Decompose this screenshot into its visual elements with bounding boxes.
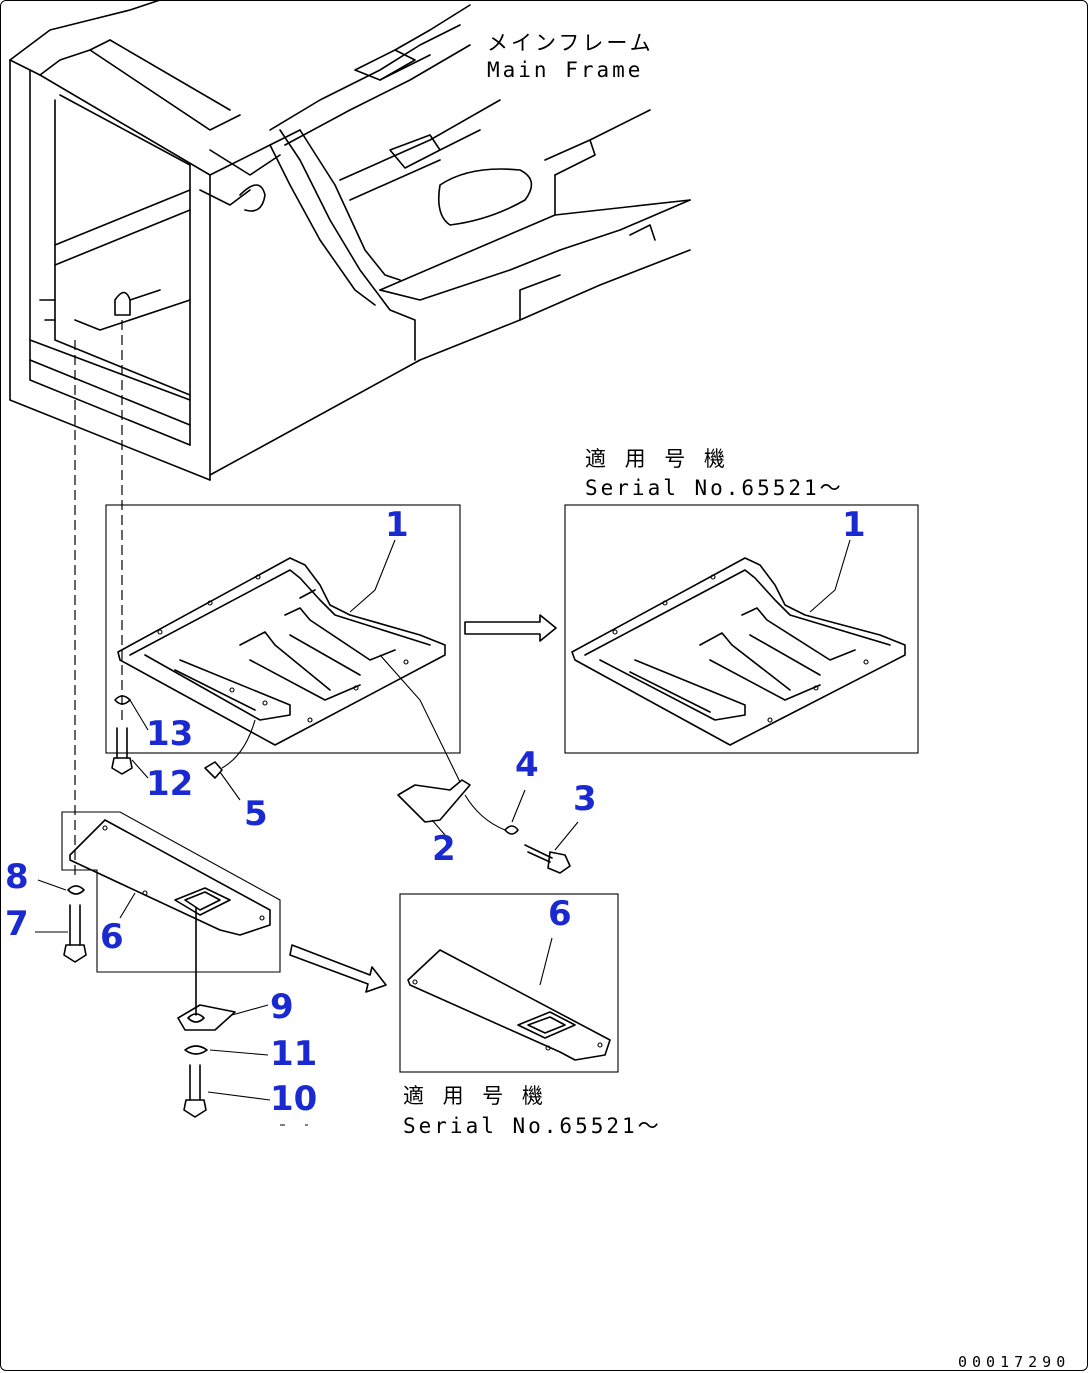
callout-9: 9 <box>270 987 294 1027</box>
bolt-10 <box>183 1064 207 1118</box>
callout-12: 12 <box>146 764 193 804</box>
callout-6-left: 6 <box>100 917 124 957</box>
main-frame-label-jp: メインフレーム <box>487 31 654 55</box>
detail-box-6-left <box>61 811 281 973</box>
detail-box-6-right <box>399 893 619 1073</box>
serial-note-en-upper: Serial No.65521～ <box>585 476 844 500</box>
leader-1-left <box>349 539 396 613</box>
clip-5 <box>204 761 223 779</box>
bolt-3 <box>524 844 571 874</box>
leader-4 <box>511 789 526 823</box>
plate-9 <box>177 1004 236 1031</box>
main-frame-label-en: Main Frame <box>487 58 643 82</box>
bolt-12 <box>111 727 133 775</box>
leader-13 <box>129 699 149 731</box>
callout-8: 8 <box>5 857 29 897</box>
callout-3: 3 <box>573 779 597 819</box>
leader-1-right <box>809 539 851 613</box>
leader-12 <box>131 759 149 779</box>
cover-part-6-left <box>69 819 271 936</box>
washer-11 <box>184 1045 208 1055</box>
leader-5 <box>219 771 241 801</box>
callout-11: 11 <box>270 1034 317 1074</box>
serial-note-en-lower: Serial No.65521～ <box>403 1114 662 1138</box>
leader-2-to-part <box>379 654 461 783</box>
bolt-7 <box>63 904 87 963</box>
detail-box-1-right <box>564 504 919 754</box>
callout-1-right: 1 <box>842 505 866 545</box>
callout-10: 10 <box>270 1079 317 1119</box>
callout-5: 5 <box>244 794 268 834</box>
leader-11 <box>209 1049 269 1056</box>
leader-8 <box>37 879 67 891</box>
callout-1-left: 1 <box>385 505 409 545</box>
detail-box-1-left <box>105 504 461 754</box>
main-frame-drawing <box>9 0 691 481</box>
leader-3 <box>554 821 579 851</box>
leader-4-to-part <box>464 794 506 831</box>
washer-4 <box>504 825 519 835</box>
callout-4: 4 <box>515 745 539 785</box>
undercover-part-1-left <box>117 557 446 746</box>
bracket-2 <box>397 779 471 823</box>
washer-8 <box>67 885 85 895</box>
callout-2: 2 <box>432 829 456 869</box>
leader-6-right <box>539 937 553 986</box>
leader-6-left <box>119 892 136 919</box>
serial-note-jp-lower: 適 用 号 機 <box>403 1084 546 1108</box>
callout-13: 13 <box>146 714 193 754</box>
nut-9 <box>187 1013 205 1023</box>
undercover-part-1-right <box>571 557 906 746</box>
leader-10 <box>207 1091 271 1101</box>
arrow-right-lower <box>289 944 387 993</box>
cover-part-6-right <box>407 949 611 1061</box>
drawing-code: 00017290 <box>958 1353 1070 1371</box>
leader-5-to-part <box>221 719 256 769</box>
leader-2 <box>431 819 446 836</box>
callout-7: 7 <box>5 904 29 944</box>
callout-6-right: 6 <box>548 894 572 934</box>
leader-9 <box>231 1004 269 1016</box>
arrow-right-upper <box>464 614 557 642</box>
serial-note-jp-upper: 適 用 号 機 <box>585 447 728 471</box>
